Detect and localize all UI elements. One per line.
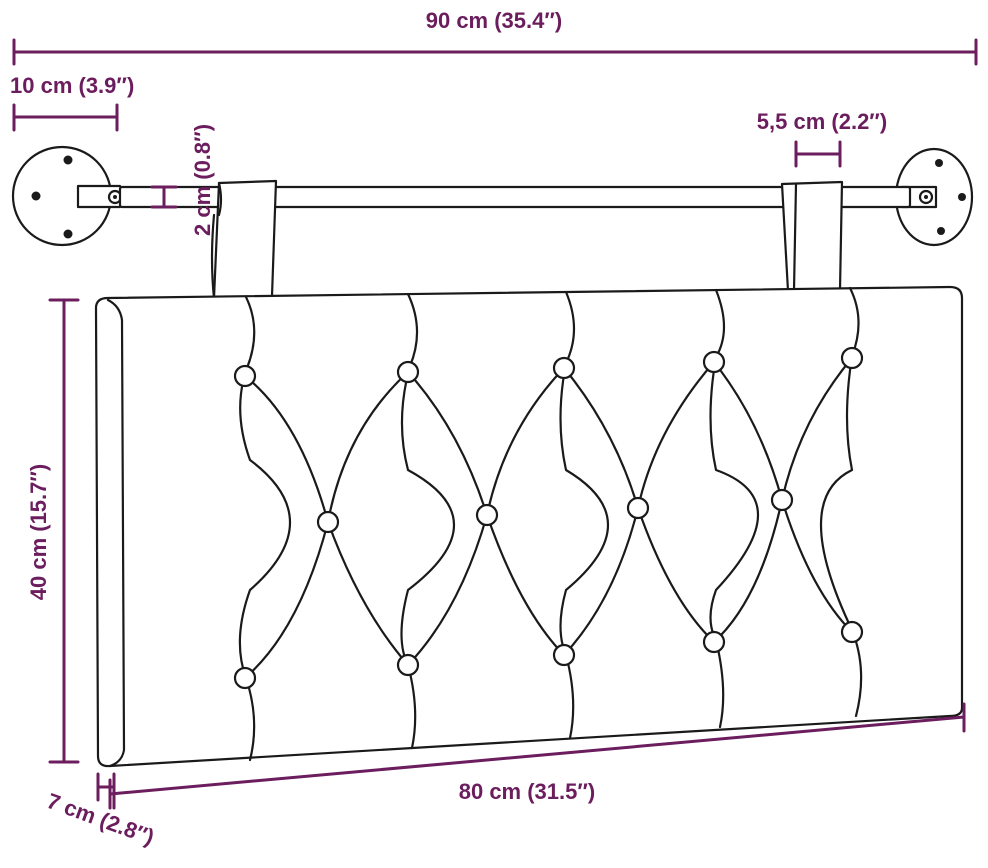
right-wall-bracket xyxy=(894,147,974,247)
left-bracket-screw xyxy=(63,155,73,165)
tufting-button xyxy=(552,356,576,380)
left-strap-loop xyxy=(217,181,223,217)
overall-width-dimension: 90 cm (35.4″) xyxy=(12,8,978,66)
rod-diameter-label: 2 cm (0.8″) xyxy=(190,124,215,236)
tufting-button xyxy=(626,496,650,520)
right-bracket-screw xyxy=(958,193,966,201)
left-bracket-screw xyxy=(31,191,41,201)
strap-width-dimension: 5,5 cm (2.2″) xyxy=(757,109,887,168)
product-illustration xyxy=(11,145,974,768)
tufting-button xyxy=(702,350,726,374)
right-strap xyxy=(780,180,844,293)
tufting-button xyxy=(316,510,340,534)
tufting-button xyxy=(552,643,576,667)
left-strap xyxy=(210,179,278,300)
left-wall-bracket xyxy=(11,145,126,247)
hanging-rod xyxy=(118,185,912,209)
right-strap-body xyxy=(780,180,844,293)
cushion-width-label: 80 cm (31.5″) xyxy=(459,779,596,804)
cushion-height-label: 40 cm (15.7″) xyxy=(26,464,51,601)
rod-body xyxy=(118,185,912,209)
cushion-seam xyxy=(819,286,863,718)
tufting-button xyxy=(840,346,864,370)
cushion-height-dimension: 40 cm (15.7″) xyxy=(26,298,80,764)
left-strap-fold xyxy=(210,213,216,300)
tufting-button xyxy=(770,488,794,512)
tufting-button xyxy=(396,360,420,384)
right-strap-fold xyxy=(792,182,798,292)
cushion-depth-dimension: 7 cm (2.8″) xyxy=(44,772,158,850)
tufting-button xyxy=(475,503,499,527)
rod-diameter-dimension: 2 cm (0.8″) xyxy=(150,124,215,236)
right-bracket-bolt-center xyxy=(924,195,928,199)
headboard-cushion xyxy=(94,285,964,768)
tufting-button xyxy=(396,653,420,677)
cushion-body xyxy=(94,285,964,768)
left-bracket-screw xyxy=(63,229,73,239)
overall-width-label: 90 cm (35.4″) xyxy=(426,8,563,33)
tufting-button xyxy=(840,620,864,644)
tufting-button xyxy=(233,364,257,388)
cushion-width-dimension: 80 cm (31.5″) xyxy=(108,702,966,810)
left-bracket-bolt-center xyxy=(113,195,117,199)
bracket-width-label: 10 cm (3.9″) xyxy=(10,73,134,98)
right-bracket-screw xyxy=(935,159,943,167)
left-strap-body xyxy=(212,179,278,300)
tufting-button xyxy=(233,666,257,690)
strap-width-label: 5,5 cm (2.2″) xyxy=(757,109,887,134)
cushion-depth-label: 7 cm (2.8″) xyxy=(44,788,158,850)
right-bracket-screw xyxy=(937,227,945,235)
bracket-width-dimension: 10 cm (3.9″) xyxy=(10,73,134,132)
tufting-button xyxy=(702,630,726,654)
cushion-side-edge xyxy=(106,298,126,768)
